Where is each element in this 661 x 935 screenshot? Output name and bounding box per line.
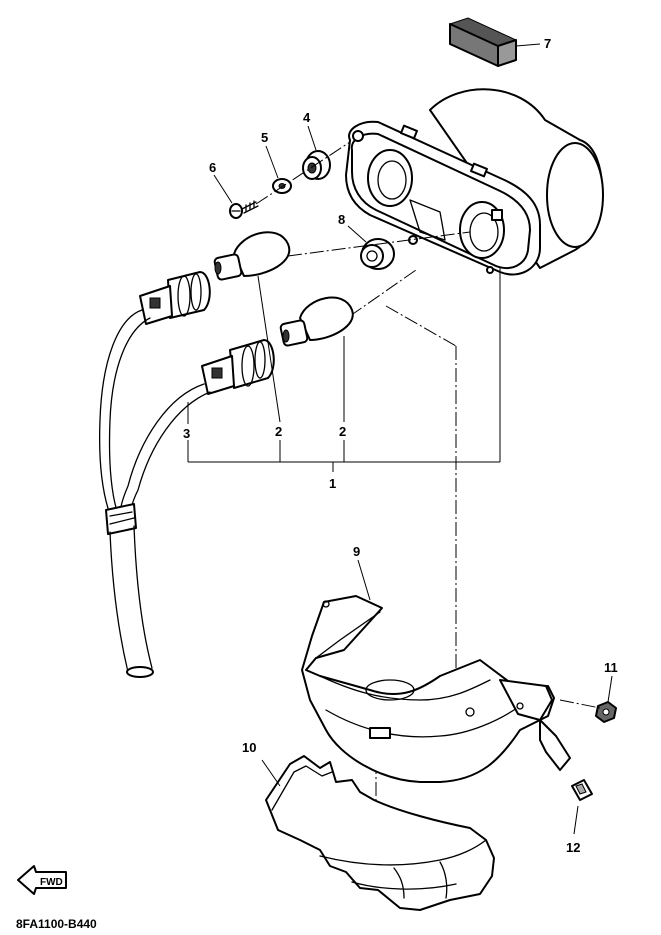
- callout-2-left: 2: [275, 424, 282, 439]
- diagram-code: 8FA1100-B440: [16, 917, 97, 931]
- fwd-arrow-icon: FWD: [17, 865, 67, 895]
- callout-10: 10: [242, 740, 256, 755]
- leader-9: [357, 559, 371, 601]
- part-2-bulb-lower: [279, 296, 354, 347]
- assembly-axis-screw: [255, 141, 351, 205]
- callout-6: 6: [209, 160, 216, 175]
- part-3-socket-harness: [98, 271, 275, 678]
- callout-1: 1: [329, 476, 336, 491]
- callout-7: 7: [544, 36, 551, 51]
- callout-3: 3: [183, 426, 190, 441]
- callout-4: 4: [303, 110, 311, 125]
- callout-2-right: 2: [339, 424, 346, 439]
- fwd-label: FWD: [40, 877, 63, 888]
- assembly-axis-housing-center: [385, 305, 457, 347]
- assembly-axis-nut: [559, 699, 601, 709]
- leader-7: [515, 43, 541, 47]
- callout-11: 11: [604, 660, 618, 675]
- part-8-grommet: [360, 238, 395, 270]
- callout-12: 12: [566, 840, 580, 855]
- assembly-axis-bulb-lower: [349, 269, 417, 317]
- callout-8: 8: [338, 212, 345, 227]
- assembly-axis-bulb-upper: [287, 231, 471, 257]
- callout-5: 5: [261, 130, 268, 145]
- part-10-cover: [265, 755, 495, 911]
- part-11-nut: [595, 701, 617, 723]
- part-4-grommet: [302, 150, 331, 180]
- part-12-clip: [571, 779, 593, 801]
- leader-4: [307, 125, 317, 151]
- part-7-block: [448, 17, 518, 67]
- leader-12: [573, 805, 579, 835]
- leader-8: [347, 225, 367, 243]
- leader-6: [213, 174, 233, 204]
- part-9-bracket: [301, 595, 571, 783]
- callout-9: 9: [353, 544, 360, 559]
- leader-5: [265, 145, 279, 179]
- part-2-bulb-upper: [213, 231, 291, 281]
- bracket-1: [187, 268, 501, 472]
- leader-2-left: [257, 275, 281, 423]
- headlight-housing: [345, 88, 604, 276]
- part-6-screw: [229, 200, 259, 219]
- leader-10: [261, 759, 281, 787]
- leader-11: [607, 675, 613, 703]
